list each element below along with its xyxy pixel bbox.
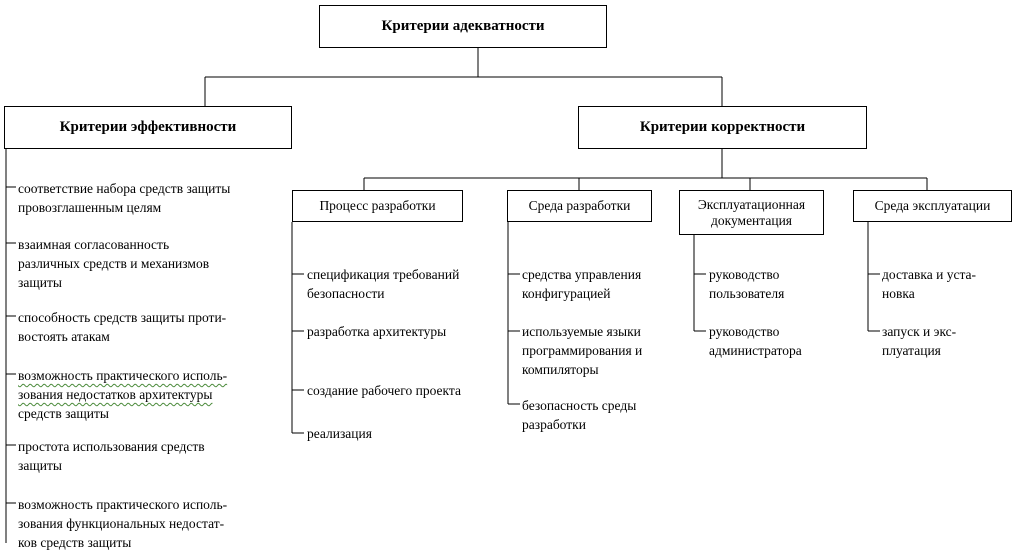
category-correctness-title: Критерии корректности — [639, 119, 806, 135]
leaf-line: разработки — [522, 417, 586, 432]
leaf-line: средств защиты — [18, 406, 109, 421]
leaf-line: конфигурацией — [522, 286, 611, 301]
leaf-line: защиты — [18, 275, 62, 290]
group-operation-environment-node: Среда эксплуатации — [853, 190, 1012, 222]
efficiency-item: возможность практического исполь- зовани… — [18, 366, 227, 423]
leaf-line: безопасности — [307, 286, 385, 301]
leaf-line: простота использования средств — [18, 439, 205, 454]
leaf-line: способность средств защиты проти- — [18, 310, 227, 325]
leaf-line: руководство — [709, 267, 780, 282]
efficiency-item: возможность практического исполь- зовани… — [18, 495, 227, 552]
leaf-line: администратора — [709, 343, 802, 358]
group-dev-environment-title: Среда разработки — [528, 198, 631, 213]
group-dev-environment-node: Среда разработки — [507, 190, 652, 222]
dev-process-item: реализация — [307, 424, 372, 443]
leaf-line: новка — [882, 286, 915, 301]
leaf-line: используемые языки — [522, 324, 641, 339]
group-documentation-title-line: Эксплуатационная — [697, 196, 806, 212]
leaf-line: различных средств и механизмов — [18, 256, 210, 271]
operation-environment-item: доставка и уста- новка — [882, 265, 976, 303]
root-node: Критерии адекватности — [319, 5, 607, 48]
leaf-line: востоять атакам — [18, 329, 110, 344]
leaf-line: возможность практического исполь- — [18, 368, 228, 383]
root-title: Критерии адекватности — [381, 18, 545, 34]
leaf-line: ков средств защиты — [18, 535, 132, 550]
leaf-line: провозглашенным целям — [18, 200, 162, 215]
leaf-line: руководство — [709, 324, 780, 339]
dev-environment-item: безопасность среды разработки — [522, 396, 636, 434]
leaf-line: компиляторы — [522, 362, 599, 377]
group-documentation-title-line: документация — [710, 212, 793, 228]
leaf-line: пользователя — [709, 286, 785, 301]
group-dev-process-title: Процесс разработки — [319, 198, 436, 213]
leaf-line: реализация — [307, 426, 372, 441]
dev-process-item: спецификация требований безопасности — [307, 265, 459, 303]
leaf-line: запуск и экс- — [882, 324, 957, 339]
efficiency-item: взаимная согласованность различных средс… — [18, 235, 209, 292]
leaf-line: создание рабочего проекта — [307, 383, 461, 398]
category-efficiency-title: Критерии эффективности — [59, 119, 237, 135]
leaf-line: безопасность среды — [522, 398, 637, 413]
efficiency-item: способность средств защиты проти- востоя… — [18, 308, 226, 346]
group-dev-process-node: Процесс разработки — [292, 190, 463, 222]
leaf-line: плуатация — [882, 343, 941, 358]
documentation-item: руководство пользователя — [709, 265, 784, 303]
category-efficiency-node: Критерии эффективности — [4, 106, 292, 149]
leaf-line: спецификация требований — [307, 267, 460, 282]
dev-environment-item: используемые языки программирования и ко… — [522, 322, 642, 379]
leaf-line: зования функциональных недостат- — [18, 516, 225, 531]
category-correctness-node: Критерии корректности — [578, 106, 867, 149]
group-documentation-node: Эксплуатационная документация — [679, 190, 824, 235]
leaf-line: возможность практического исполь- — [18, 497, 228, 512]
dev-process-item: создание рабочего проекта — [307, 381, 461, 400]
documentation-item: руководство администратора — [709, 322, 802, 360]
leaf-line: зования недостатков архитектуры — [18, 387, 213, 402]
leaf-line: взаимная согласованность — [18, 237, 170, 252]
leaf-line: соответствие набора средств защиты — [18, 181, 231, 196]
operation-environment-item: запуск и экс- плуатация — [882, 322, 956, 360]
leaf-line: средства управления — [522, 267, 642, 282]
leaf-line: разработка архитектуры — [307, 324, 447, 339]
leaf-line: доставка и уста- — [882, 267, 976, 282]
leaf-line: программирования и — [522, 343, 643, 358]
efficiency-item: соответствие набора средств защиты прово… — [18, 179, 230, 217]
leaf-line: защиты — [18, 458, 62, 473]
group-operation-environment-title: Среда эксплуатации — [874, 198, 991, 213]
dev-process-item: разработка архитектуры — [307, 322, 446, 341]
efficiency-item: простота использования средств защиты — [18, 437, 205, 475]
dev-environment-item: средства управления конфигурацией — [522, 265, 641, 303]
